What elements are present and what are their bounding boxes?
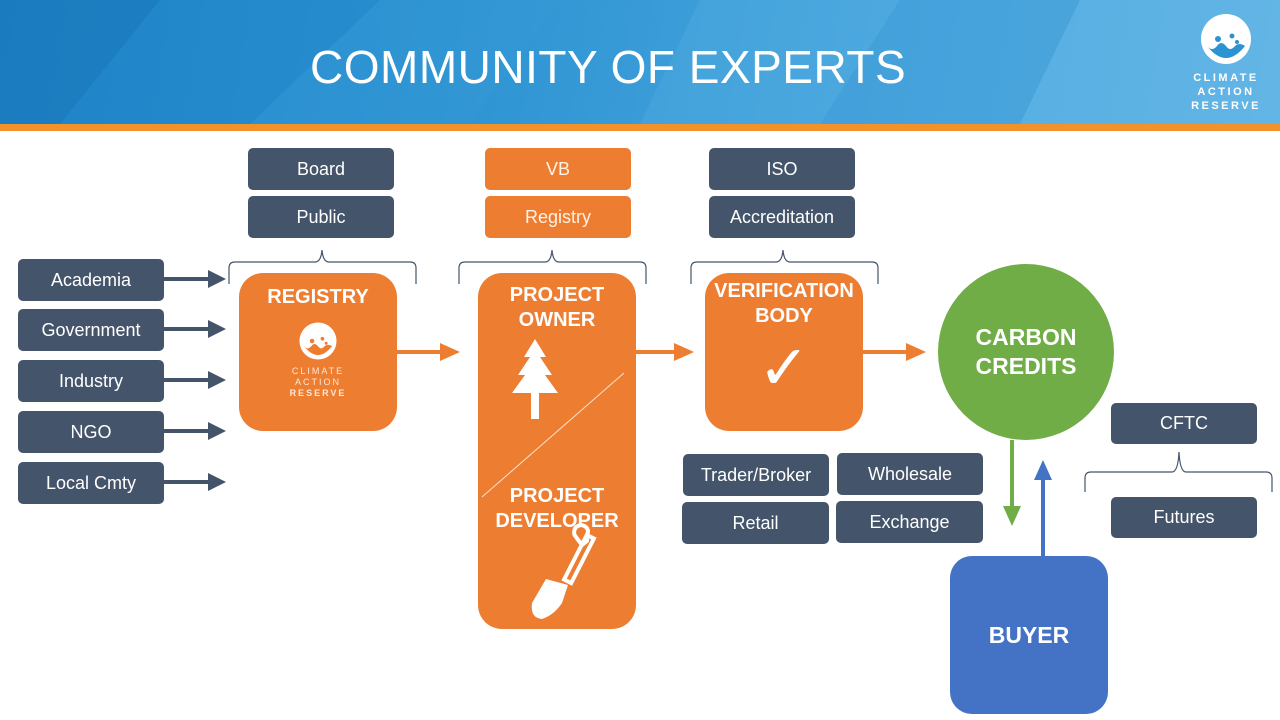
oversight-public: Public: [248, 196, 394, 238]
project-box-art: [481, 339, 625, 619]
regulator-cftc: CFTC: [1111, 403, 1257, 444]
market-retail: Retail: [682, 502, 829, 544]
stakeholder-arrows: [164, 270, 226, 491]
oversight-vb: VB: [485, 148, 631, 190]
verification-line-1: VERIFICATION: [714, 280, 854, 302]
oversight-board: Board: [248, 148, 394, 190]
credit-buyer-arrows: [1003, 440, 1052, 556]
tree-icon: [512, 339, 558, 419]
oversight-brackets: [228, 249, 1273, 492]
header-banner: COMMUNITY OF EXPERTS CLIMATE ACTION RESE…: [0, 0, 1280, 124]
project-owner-line-1: PROJECT: [509, 284, 605, 306]
flow-arrows: [397, 343, 926, 361]
registry-box: REGISTRY CLIMATE ACTION RESERVE: [239, 273, 397, 431]
logo-line-3: RESERVE: [1191, 100, 1261, 112]
project-owner-line-2: OWNER: [518, 309, 596, 331]
market-trader-broker: Trader/Broker: [683, 454, 829, 496]
project-owner-title: PROJECT OWNER: [478, 283, 636, 333]
registry-logo-line-1: CLIMATE: [291, 366, 345, 376]
registry-logo-icon: [299, 322, 337, 360]
stakeholder-ngo: NGO: [18, 411, 164, 453]
carbon-credits-line-2: CREDITS: [975, 353, 1077, 379]
oversight-iso: ISO: [709, 148, 855, 190]
verification-body-box: VERIFICATION BODY ✓: [705, 273, 863, 431]
shovel-icon: [531, 523, 597, 619]
market-exchange: Exchange: [836, 501, 983, 543]
logo-line-1: CLIMATE: [1193, 72, 1259, 84]
verification-body-title: VERIFICATION BODY: [705, 279, 863, 329]
logo-icon: [1201, 14, 1251, 64]
registry-title: REGISTRY: [267, 286, 369, 308]
stakeholder-government: Government: [18, 309, 164, 351]
registry-logo: CLIMATE ACTION RESERVE: [239, 321, 397, 399]
oversight-registry: Registry: [485, 196, 631, 238]
oversight-accreditation: Accreditation: [709, 196, 855, 238]
project-developer-title: PROJECT DEVELOPER: [478, 484, 636, 534]
registry-logo-line-2: ACTION: [294, 377, 341, 387]
project-developer-line-1: PROJECT: [509, 485, 605, 507]
carbon-credits-circle: CARBON CREDITS: [938, 264, 1114, 440]
climate-action-reserve-logo: CLIMATE ACTION RESERVE: [1186, 12, 1266, 113]
stakeholder-academia: Academia: [18, 259, 164, 301]
stakeholder-industry: Industry: [18, 360, 164, 402]
market-wholesale: Wholesale: [837, 453, 983, 495]
regulation-futures: Futures: [1111, 497, 1257, 538]
carbon-credits-line-1: CARBON: [975, 324, 1077, 350]
header-accent-bar: [0, 124, 1280, 131]
verification-line-2: BODY: [755, 305, 813, 327]
checkmark-icon: ✓: [758, 331, 810, 404]
buyer-box: BUYER: [950, 556, 1108, 714]
project-developer-line-2: DEVELOPER: [495, 510, 619, 532]
stakeholder-local-cmty: Local Cmty: [18, 462, 164, 504]
page-title: COMMUNITY OF EXPERTS: [310, 41, 907, 93]
registry-logo-line-3: RESERVE: [289, 388, 347, 398]
project-box: PROJECT OWNER PROJECT DEVELOPER: [478, 273, 636, 629]
owner-developer-divider: [481, 372, 625, 498]
logo-line-2: ACTION: [1197, 86, 1255, 98]
